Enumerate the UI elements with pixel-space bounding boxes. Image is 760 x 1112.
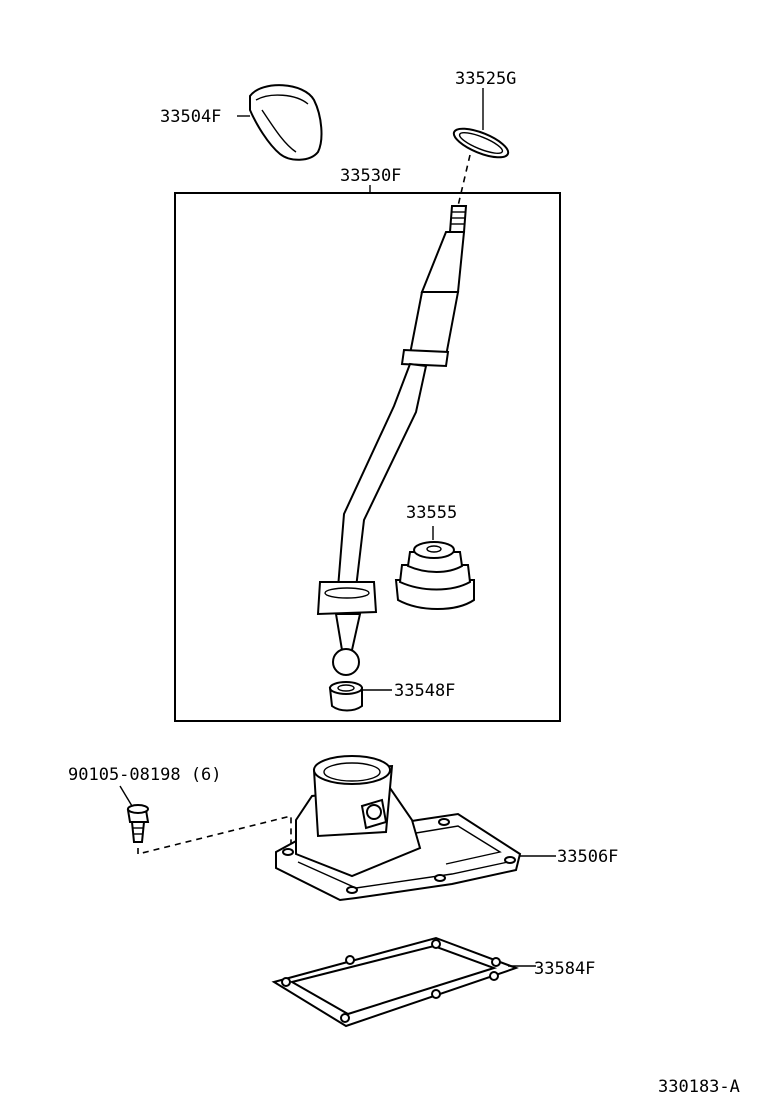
seal-ring[interactable] (450, 123, 511, 163)
dashed-line-bolt (137, 814, 292, 856)
label-seal-ring[interactable]: 33525G (455, 69, 516, 89)
bolt[interactable] (126, 804, 150, 843)
label-bolt[interactable]: 90105-08198 (6) (68, 765, 222, 785)
label-boot[interactable]: 33555 (406, 503, 457, 523)
label-knob[interactable]: 33504F (160, 107, 221, 127)
shift-knob[interactable] (249, 84, 323, 161)
shift-boot[interactable] (394, 541, 475, 610)
bushing[interactable] (328, 681, 363, 712)
label-retainer[interactable]: 33506F (557, 847, 618, 867)
leader-bolt (119, 785, 133, 807)
figure-id: 330183-A (658, 1077, 740, 1097)
lever-assembly-frame (174, 192, 561, 722)
label-bushing[interactable]: 33548F (394, 681, 455, 701)
label-gasket[interactable]: 33584F (534, 959, 595, 979)
shift-lever[interactable] (316, 205, 468, 676)
gasket[interactable] (271, 936, 519, 1028)
shift-retainer-housing[interactable] (275, 755, 522, 902)
label-lever-assembly[interactable]: 33530F (340, 166, 401, 186)
dashed-line-ring (457, 154, 471, 207)
